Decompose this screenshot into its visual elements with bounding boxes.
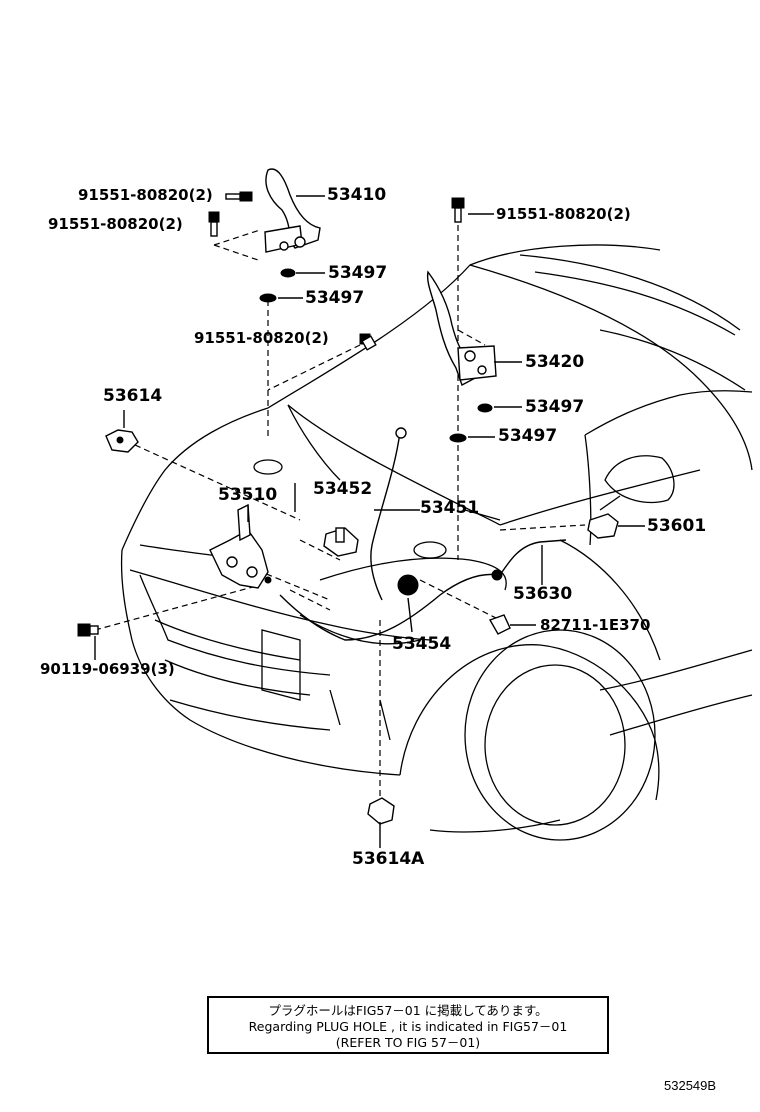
callout-hinge-left: 53410 bbox=[327, 185, 387, 205]
cushion-icon bbox=[449, 403, 493, 443]
callout-support-rod: 53451 bbox=[420, 498, 480, 518]
bolt-icon bbox=[359, 333, 377, 351]
clamp-icon bbox=[367, 797, 395, 825]
bolt-icon bbox=[225, 191, 253, 202]
callout-cushion-left-2: 53497 bbox=[305, 288, 365, 308]
bolt-icon bbox=[208, 211, 220, 237]
hood-hinge-left bbox=[264, 168, 321, 253]
release-cable bbox=[279, 539, 567, 641]
grommet-icon bbox=[397, 574, 419, 596]
car-body-outline bbox=[120, 244, 753, 841]
callout-grommet: 53454 bbox=[392, 634, 452, 654]
leader-lines bbox=[94, 195, 645, 848]
callout-cushion-left-1: 53497 bbox=[328, 263, 388, 283]
clamp-icon bbox=[105, 429, 139, 453]
callout-bolt-lock: 90119-06939(3) bbox=[40, 660, 175, 678]
note-line-english: Regarding PLUG HOLE , it is indicated in… bbox=[248, 1019, 568, 1034]
callout-hinge-right: 53420 bbox=[525, 352, 585, 372]
callout-cushion-right-2: 53497 bbox=[498, 426, 558, 446]
note-line-reference: (REFER TO FIG 57－01) bbox=[335, 1035, 481, 1050]
bolt-icon bbox=[451, 197, 465, 223]
note-line-japanese: プラグホールはFIG57－01 に掲載してあります。 bbox=[268, 1003, 548, 1018]
callout-cushion-right-1: 53497 bbox=[525, 397, 585, 417]
callout-release-cable: 53630 bbox=[513, 584, 573, 604]
callout-clamp-left: 53614 bbox=[103, 386, 163, 406]
dashed-reference-lines bbox=[94, 225, 586, 800]
hood-lock-assembly bbox=[209, 503, 272, 589]
callout-bolt-hinge-upper-left: 91551-80820(2) bbox=[78, 186, 213, 204]
callout-lever-assy: 53601 bbox=[647, 516, 707, 536]
callout-clamp-lower: 53614A bbox=[352, 849, 425, 869]
callout-bolt-hood-center: 91551-80820(2) bbox=[194, 329, 329, 347]
hood-support-rod bbox=[370, 427, 407, 601]
clip-icon bbox=[488, 614, 511, 635]
callout-lock-assy: 53510 bbox=[218, 485, 278, 505]
callout-bolt-hinge-right-top: 91551-80820(2) bbox=[496, 205, 631, 223]
plug-hole-note: プラグホールはFIG57－01 に掲載してあります。 Regarding PLU… bbox=[207, 996, 609, 1054]
figure-id: 532549B bbox=[664, 1078, 717, 1093]
callout-clip: 82711-1E370 bbox=[540, 616, 651, 634]
hood-hinge-right bbox=[426, 270, 497, 386]
cushion-icon bbox=[259, 268, 296, 303]
lever-assembly bbox=[587, 513, 619, 539]
bolt-icon bbox=[77, 623, 99, 637]
lock-bracket bbox=[323, 527, 359, 557]
callout-bolt-hinge-lower-left: 91551-80820(2) bbox=[48, 215, 183, 233]
callout-lock-bracket: 53452 bbox=[313, 479, 373, 499]
